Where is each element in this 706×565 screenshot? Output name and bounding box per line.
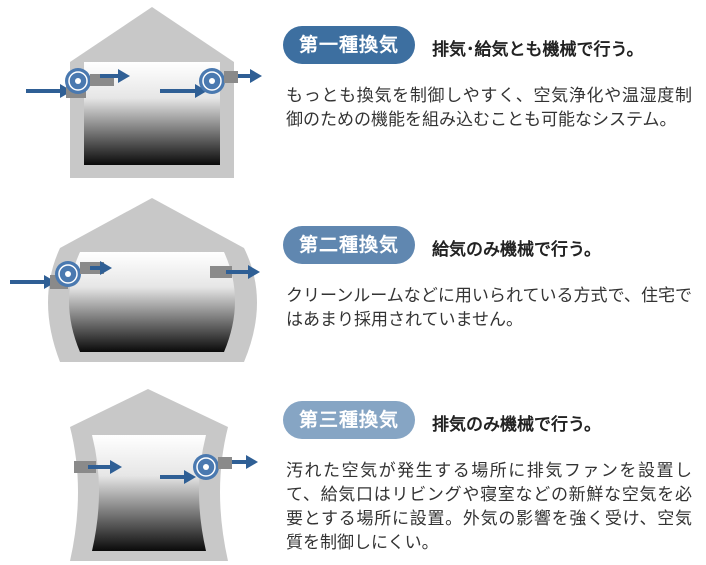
supply-fan-unit xyxy=(10,261,112,289)
type3-description: 汚れた空気が発生する場所に排気ファンを設置して、給気口はリビングや寝室などの新鮮… xyxy=(286,461,692,553)
type2-diagram xyxy=(10,198,260,362)
section-type2: 第二種換気 給気のみ機械で行う。 クリーンルームなどに用いられている方式で、住宅… xyxy=(0,190,706,370)
type2-description: クリーンルームなどに用いられている方式で、住宅ではあまり採用されていません。 xyxy=(286,286,692,330)
type1-diagram xyxy=(26,7,262,178)
type1-headline: 排気･給気とも機械で行う。 xyxy=(432,40,644,60)
type2-headline: 給気のみ機械で行う。 xyxy=(432,240,601,260)
type2-badge: 第二種換気 xyxy=(283,226,416,264)
supply-vent xyxy=(74,460,122,474)
exhaust-fan-unit xyxy=(160,454,258,484)
section-type1: 第一種換気 排気･給気とも機械で行う。 もっとも換気を制御しやすく、空気浄化や温… xyxy=(0,0,706,190)
type3-badge: 第三種換気 xyxy=(283,401,416,439)
room-interior xyxy=(92,435,206,551)
exhaust-fan-unit xyxy=(160,68,262,98)
section-type3: 第三種換気 排気のみ機械で行う。 汚れた空気が発生する場所に排気ファンを設置して… xyxy=(0,385,706,565)
room-interior xyxy=(69,252,235,352)
type1-badge: 第一種換気 xyxy=(283,26,416,64)
type3-diagram xyxy=(70,389,258,561)
supply-fan-unit xyxy=(26,68,130,98)
type3-headline: 排気のみ機械で行う。 xyxy=(432,415,601,435)
exhaust-vent xyxy=(210,265,260,279)
type1-description: もっとも換気を制御しやすく、空気浄化や温湿度制御のための機能を組み込むことも可能… xyxy=(286,86,692,130)
